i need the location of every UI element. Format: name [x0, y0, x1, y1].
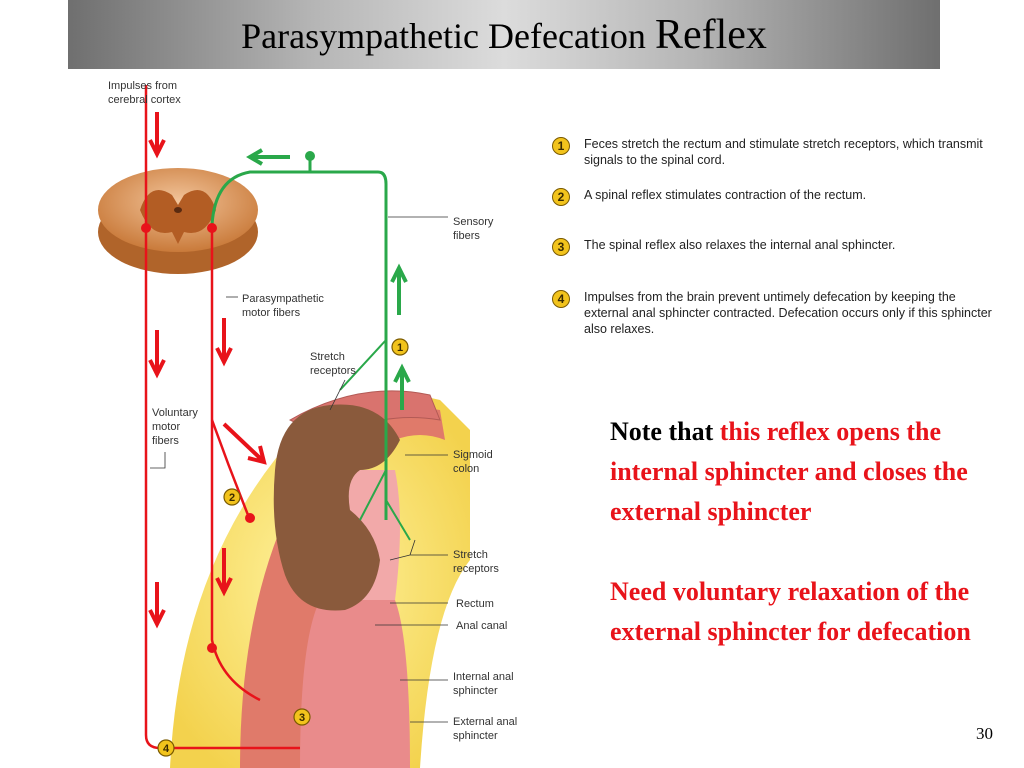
slide-title: Parasympathetic Defecation Reflex — [241, 11, 767, 59]
sensory-arrow-up-2 — [393, 363, 411, 410]
note-highlight: this reflex opens the internal sphincter… — [610, 417, 968, 526]
spinal-cord — [98, 168, 258, 274]
motor-arrow-down-1 — [148, 112, 166, 159]
note-paragraph-1: Note that this reflex opens the internal… — [610, 412, 990, 532]
diagram-badge-4: 4 — [157, 739, 175, 757]
step-text-2: A spinal reflex stimulates contraction o… — [584, 188, 867, 202]
step-text-1: Feces stretch the rectum and stimulate s… — [584, 137, 983, 167]
ganglion-neuron — [245, 513, 255, 523]
motor-arrow-down-2 — [148, 330, 166, 379]
slide-title-bar: Parasympathetic Defecation Reflex — [68, 0, 940, 69]
upper-motor-neuron — [141, 223, 151, 233]
motor-arrow-down-3 — [215, 318, 233, 367]
page-number: 30 — [976, 724, 993, 743]
svg-text:3: 3 — [299, 712, 305, 724]
note-paragraph-2: Need voluntary relaxation of the externa… — [610, 577, 971, 646]
leader-lines — [150, 216, 448, 723]
sensory-arrow-up-1 — [390, 263, 408, 315]
stretch-receptor-branches — [339, 339, 411, 541]
svg-text:1: 1 — [397, 342, 403, 354]
diagram-badge-2: 2 — [223, 488, 241, 506]
step-badge-2: 2 — [552, 188, 570, 206]
svg-text:2: 2 — [229, 492, 235, 504]
parasympathetic-neuron — [207, 223, 217, 233]
step-badge-4: 4 — [552, 290, 570, 308]
slide-title-emphasis: Reflex — [654, 11, 767, 58]
sensory-arrow-left — [246, 148, 290, 166]
motor-arrow-down-5 — [148, 582, 166, 629]
step-3: 3 The spinal reflex also relaxes the int… — [552, 237, 992, 256]
step-badge-1: 1 — [552, 137, 570, 155]
step-text-3: The spinal reflex also relaxes the inter… — [584, 238, 896, 252]
note-intro: Note that — [610, 417, 714, 446]
svg-text:4: 4 — [163, 743, 170, 755]
label-rectum: Rectum — [456, 598, 494, 610]
step-4: 4 Impulses from the brain prevent untime… — [552, 289, 992, 337]
motor-arrow-diagonal — [222, 422, 267, 465]
step-badge-3: 3 — [552, 238, 570, 256]
slide-title-main: Parasympathetic Defecation — [241, 15, 646, 56]
step-1: 1 Feces stretch the rectum and stimulate… — [552, 136, 992, 168]
diagram-badge-1: 1 — [391, 338, 409, 356]
note-text-block: Note that this reflex opens the internal… — [610, 412, 990, 652]
step-text-4: Impulses from the brain prevent untimely… — [584, 290, 992, 336]
label-anal-canal: Anal canal — [456, 620, 507, 632]
motor-arrow-down-4 — [215, 548, 233, 597]
step-2: 2 A spinal reflex stimulates contraction… — [552, 187, 992, 206]
sensory-neuron-body — [305, 151, 315, 161]
feces-mass — [273, 404, 400, 611]
diagram-badge-3: 3 — [293, 708, 311, 726]
motor-neuron-lower — [207, 643, 217, 653]
sensory-pathway — [210, 160, 388, 520]
